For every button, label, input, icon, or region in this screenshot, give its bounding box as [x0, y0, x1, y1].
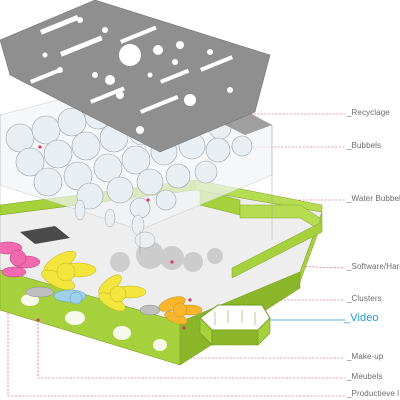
label-productieve: _Productieve l	[347, 389, 400, 398]
clusters	[0, 241, 203, 325]
make-up-box	[199, 304, 271, 346]
label-water-bubbels: _Water Bubbels	[347, 194, 400, 203]
label-recyclage: _Recyclage	[347, 108, 390, 117]
cluster-yellow-1	[41, 250, 97, 291]
label-video: _Video	[344, 312, 379, 324]
cluster-yellow-2	[98, 274, 147, 312]
label-clusters: _Clusters	[347, 294, 382, 303]
cluster-pink	[0, 241, 41, 278]
cluster-blue	[53, 289, 87, 305]
roof-layer	[0, 0, 271, 153]
cluster-orange	[158, 296, 203, 325]
label-bubbels: _Bubbels	[347, 141, 382, 150]
floor-shadows	[110, 241, 223, 272]
cluster-grey	[25, 286, 161, 316]
leader-productieve	[7, 295, 345, 397]
label-meubels: _Meubels	[347, 372, 383, 381]
leader-meubels	[37, 320, 345, 379]
label-make-up: _Make-up	[347, 352, 384, 361]
label-software-hardware: _Software/Hard	[347, 262, 400, 271]
